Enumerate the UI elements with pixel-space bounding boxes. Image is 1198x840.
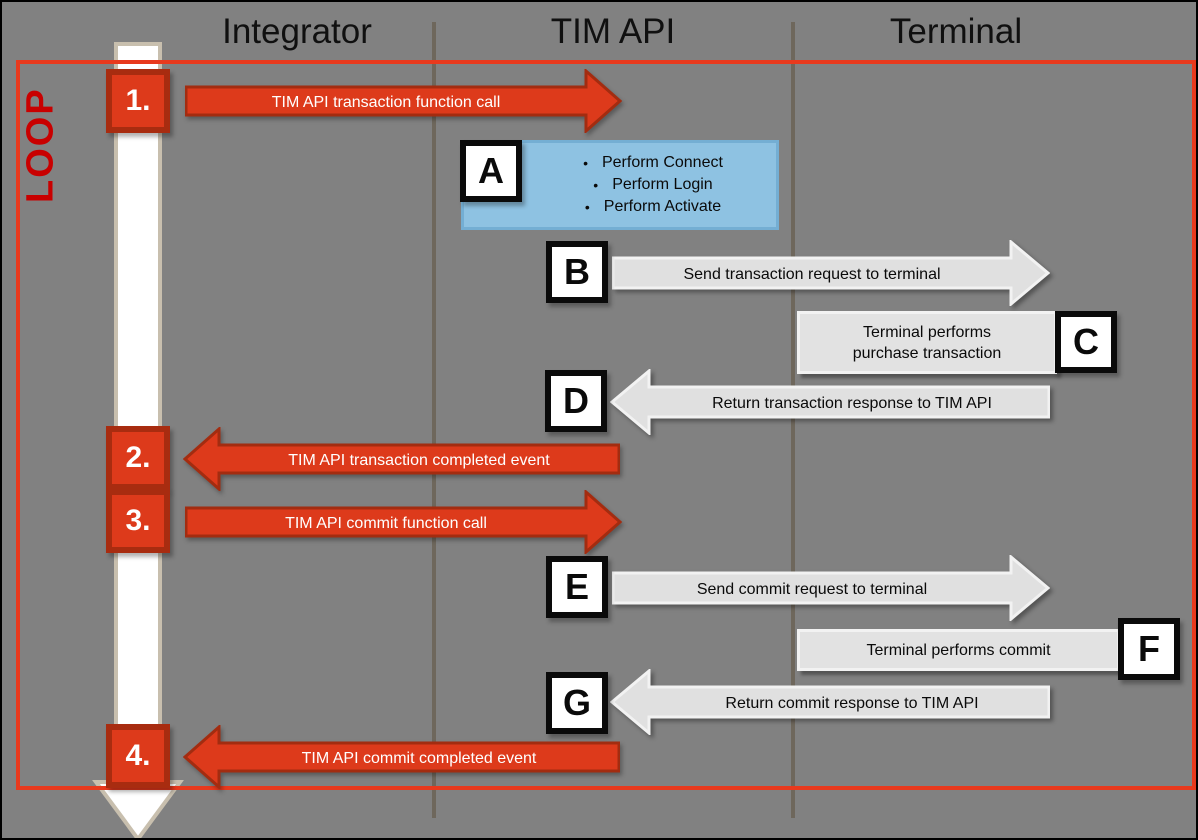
arrow-label: TIM API commit completed event (302, 750, 537, 767)
arrow-label: TIM API commit function call (285, 515, 487, 532)
column-header-terminal: Terminal (889, 12, 1023, 51)
note-line-2: purchase transaction (852, 344, 1002, 362)
note-bullet-text: Perform Login (612, 176, 713, 193)
arrow-send-commit-request: Send commit request to terminal (612, 555, 1050, 621)
note-bullet-line: • Perform Connect (530, 152, 776, 174)
column-header-tim-api: TIM API (550, 12, 676, 51)
step-g-badge: G (546, 672, 608, 734)
step-2-badge: 2. (106, 426, 170, 490)
step-f-badge: F (1118, 618, 1180, 680)
step-a-badge: A (460, 140, 522, 202)
left-arrow-shape (610, 369, 1050, 435)
right-arrow-shape (612, 240, 1050, 306)
loop-label: LOOP (19, 87, 62, 203)
arrow-label: Return commit response to TIM API (725, 695, 978, 712)
left-arrow-shape (183, 427, 620, 491)
right-arrow-shape (612, 555, 1050, 621)
arrow-return-transaction-response: Return transaction response to TIM API (610, 369, 1050, 435)
arrow-commit-completed-event: TIM API commit completed event (183, 725, 620, 789)
step-3-badge: 3. (106, 489, 170, 553)
bullet-icon: • (593, 177, 599, 193)
note-bullet-line: • Perform Activate (530, 196, 776, 218)
arrow-transaction-function-call: TIM API transaction function call (185, 69, 622, 133)
step-d-badge: D (545, 370, 607, 432)
step-1-badge: 1. (106, 69, 170, 133)
note-terminal-performs-purchase: Terminal performs purchase transaction (797, 311, 1057, 374)
step-4-badge: 4. (106, 724, 170, 788)
arrow-label: Send commit request to terminal (697, 581, 927, 598)
note-bullet-line: • Perform Login (530, 174, 776, 196)
bullet-icon: • (584, 199, 590, 215)
bullet-icon: • (583, 155, 588, 171)
arrow-send-transaction-request: Send transaction request to terminal (612, 240, 1050, 306)
column-divider-timapi-terminal (791, 22, 795, 818)
left-arrow-shape (610, 669, 1050, 735)
arrow-transaction-completed-event: TIM API transaction completed event (183, 427, 620, 491)
step-b-badge: B (546, 241, 608, 303)
arrow-label: TIM API transaction completed event (288, 452, 550, 469)
note-bullet-text: Perform Connect (601, 154, 723, 171)
arrow-commit-function-call: TIM API commit function call (185, 490, 622, 554)
note-terminal-performs-commit: Terminal performs commit (797, 629, 1120, 671)
column-divider-integrator-timapi (432, 22, 436, 818)
column-header-integrator: Integrator (222, 12, 372, 51)
right-arrow-shape (185, 69, 622, 133)
arrow-label: Send transaction request to terminal (683, 266, 940, 283)
step-c-badge: C (1055, 311, 1117, 373)
arrow-label: TIM API transaction function call (272, 94, 501, 111)
note-bullet-text: Perform Activate (603, 198, 722, 215)
step-e-badge: E (546, 556, 608, 618)
note-line-1: Terminal performs (862, 323, 992, 341)
arrow-return-commit-response: Return commit response to TIM API (610, 669, 1050, 735)
left-arrow-shape (183, 725, 620, 789)
arrow-label: Return transaction response to TIM API (712, 395, 992, 412)
note-line-1: Terminal performs commit (866, 641, 1051, 659)
right-arrow-shape (185, 490, 622, 554)
